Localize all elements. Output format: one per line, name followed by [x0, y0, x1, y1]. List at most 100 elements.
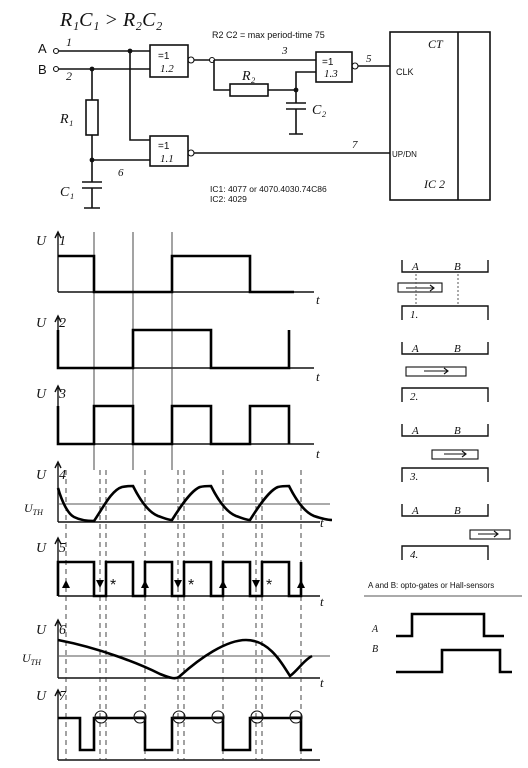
time-label: t	[316, 292, 320, 307]
y-axis-arrow-2	[54, 314, 62, 323]
time-label: t	[320, 594, 324, 609]
threshold-label-6: UTH	[22, 651, 42, 667]
threshold-label-4: UTH	[24, 501, 44, 517]
sensor-frame-top	[401, 260, 489, 273]
arrow-icon	[141, 580, 149, 588]
input-a-letter: A	[38, 41, 47, 56]
schematic: R₁C₁ > R₂C₂ R2 C2 = max period-time 75 A…	[38, 9, 491, 209]
star-marker: *	[188, 577, 194, 594]
signal-6-trace	[57, 638, 313, 680]
counter-ic2	[389, 31, 491, 201]
node-3-label: 3	[281, 45, 288, 57]
counter-ct: CT	[428, 37, 444, 51]
terminal-b	[52, 65, 60, 73]
signal-7-markers	[94, 710, 303, 724]
signal-4-trace	[56, 484, 333, 523]
junction	[127, 48, 133, 54]
timing-a-label: A	[371, 624, 379, 635]
node-7-label: 7	[352, 139, 358, 151]
waveform-traces	[56, 254, 333, 752]
arrow-icon	[62, 580, 70, 588]
sensor-step-4: A B 4.	[401, 504, 511, 561]
ic1-note: IC1: 4077 or 4070.4030.74C86	[210, 184, 327, 194]
axis-u-label: U	[36, 623, 47, 638]
sensor-step-3: A B 3.	[401, 424, 489, 483]
channel-6-label: 6	[59, 623, 66, 638]
input-b-letter: B	[38, 62, 47, 77]
star-marker: *	[110, 577, 116, 594]
step-number: 2.	[410, 391, 418, 403]
time-label: t	[320, 675, 324, 690]
axis-u-label: U	[36, 234, 47, 249]
sensor-a-label: A	[411, 343, 419, 355]
timing-b-label: B	[372, 644, 378, 655]
r2-label: R₂	[241, 69, 256, 84]
step-number: 3.	[409, 471, 418, 483]
channel-5-label: 5	[59, 541, 66, 556]
sensor-a-label: A	[411, 425, 419, 437]
resistor-r1	[85, 99, 99, 136]
channel-1-label: 1	[59, 234, 66, 249]
gate-1-2-symbol: =1	[158, 51, 170, 62]
junction	[89, 66, 95, 72]
moving-object	[405, 366, 467, 377]
junction	[293, 87, 299, 93]
gate-1-1	[149, 135, 189, 167]
node-5-label: 5	[366, 53, 372, 65]
axis-u-label: U	[36, 387, 47, 402]
resistor-r2	[229, 83, 269, 97]
gate-1-2-name: 1.2	[160, 63, 174, 75]
time-label: t	[320, 515, 324, 530]
arrow-icon	[424, 367, 449, 375]
sensor-frame-top	[401, 342, 489, 355]
y-axis-arrow-1	[54, 230, 62, 239]
counter-clk: CLK	[396, 67, 414, 77]
c1-label: C₁	[60, 185, 74, 200]
axis-u-label: U	[36, 689, 47, 704]
capacitor-c1	[82, 181, 102, 209]
input-a-pin: 1	[66, 35, 72, 49]
sensor-step-2: A B 2.	[401, 342, 489, 403]
arrow-icon	[478, 530, 499, 538]
channel-7-label: 7	[59, 689, 67, 704]
gate-1-3-name: 1.3	[324, 68, 338, 80]
arrow-icon	[96, 580, 104, 588]
gate-output-bubble	[351, 62, 359, 70]
time-label: t	[316, 446, 320, 461]
sensor-frame-bottom	[401, 467, 489, 482]
sensor-b-label: B	[454, 261, 461, 273]
arrow-icon	[444, 450, 467, 458]
counter-name: IC 2	[423, 177, 445, 191]
sensor-panel: A B 1. A B 2. A B 3. A	[364, 260, 522, 674]
r1-label: R₁	[59, 112, 73, 127]
sensor-beam	[415, 274, 459, 306]
y-axis-arrow-3	[54, 384, 62, 393]
sensor-b-label: B	[454, 343, 461, 355]
sensor-b-label: B	[454, 505, 461, 517]
timing-b-trace	[396, 648, 512, 674]
wire-b	[59, 68, 150, 182]
signal-5-trace	[56, 560, 303, 598]
capacitor-c2	[286, 102, 306, 135]
sensor-frame-bottom	[401, 387, 489, 402]
sensor-step-1: A B 1.	[397, 260, 489, 321]
signal-5-arrows: * * *	[62, 577, 305, 594]
period-note: R2 C2 = max period-time 75	[212, 30, 325, 40]
junction	[89, 157, 95, 163]
terminal-a	[52, 47, 60, 55]
signal-2-trace	[56, 328, 291, 370]
axis-u-label: U	[36, 316, 47, 331]
step-number: 1.	[410, 309, 418, 321]
sensor-frame-top	[401, 504, 489, 517]
arrow-icon	[219, 580, 227, 588]
sensor-frame-top	[401, 424, 489, 437]
wire-a	[59, 50, 150, 141]
arrow-icon	[252, 580, 260, 588]
step-number: 4.	[410, 549, 418, 561]
waveform-axes	[54, 230, 330, 761]
gate-output-bubble	[187, 56, 195, 64]
gate-output-bubble	[187, 149, 195, 157]
wire-n3	[194, 59, 316, 103]
arrow-icon	[406, 284, 435, 292]
